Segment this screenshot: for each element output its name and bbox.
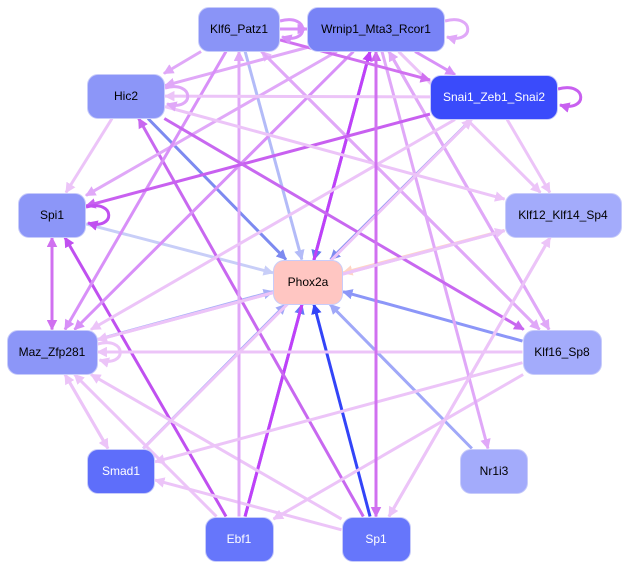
node-label: Sp1 (365, 532, 387, 546)
node-maz[interactable]: Maz_Zfp281 (6, 329, 98, 375)
edge-smad1-to-maz (63, 373, 110, 450)
node-label: Nr1i3 (479, 464, 509, 478)
node-phox2a[interactable]: Phox2a (273, 259, 343, 305)
edge-sp1-to-klf12 (387, 236, 552, 518)
node-spi1[interactable]: Spi1 (18, 192, 86, 238)
self-loop-klf6 (279, 18, 305, 45)
node-nr1i3[interactable]: Nr1i3 (460, 448, 528, 494)
self-loop-maz (97, 341, 122, 368)
node-wrnip1[interactable]: Wrnip1_Mta3_Rcor1 (307, 6, 445, 52)
edge-klf16-to-smad1 (153, 361, 523, 465)
node-label: Klf12_Klf14_Sp4 (518, 208, 608, 222)
edge-klf6-to-snai1 (279, 38, 432, 83)
self-loop-hic2 (164, 85, 190, 112)
self-loop-snai1 (557, 86, 583, 113)
edge-sp1-to-smad1 (153, 477, 342, 532)
self-loop-wrnip1 (444, 18, 470, 45)
edge-snai1-to-maz (90, 118, 456, 331)
node-klf12[interactable]: Klf12_Klf14_Sp4 (504, 192, 622, 238)
node-ebf1[interactable]: Ebf1 (204, 516, 274, 562)
node-label: Snai1_Zeb1_Snai2 (442, 90, 546, 104)
edge-wrnip1-to-spi1 (85, 50, 338, 197)
node-hic2[interactable]: Hic2 (87, 73, 165, 119)
edge-klf6-to-hic2 (163, 50, 202, 75)
node-klf16[interactable]: Klf16_Sp8 (522, 329, 602, 375)
edge-klf16-to-ebf1 (272, 373, 524, 521)
edge-sp1-to-hic2 (137, 117, 365, 518)
node-label: Spi1 (39, 208, 65, 222)
edge-wrnip1-to-hic2 (163, 46, 308, 89)
node-label: Maz_Zfp281 (18, 345, 86, 359)
node-label: Smad1 (101, 464, 141, 478)
edge-hic2-to-spi1 (64, 117, 114, 194)
node-label: Wrnip1_Mta3_Rcor1 (321, 22, 431, 36)
edge-spi1-to-phox2a (85, 222, 275, 276)
edge-hic2-to-klf16 (163, 117, 525, 331)
edge-nr1i3-to-phox2a (329, 303, 473, 450)
node-label: Klf6_Patz1 (209, 22, 269, 36)
edge-wrnip1-to-snai1 (414, 50, 456, 76)
edge-hic2-to-klf12 (164, 105, 506, 202)
edge-snai1-to-klf12 (505, 118, 552, 194)
node-label: Phox2a (287, 275, 329, 289)
node-label: Klf16_Sp8 (534, 345, 590, 359)
node-label: Ebf1 (226, 532, 252, 546)
node-smad1[interactable]: Smad1 (87, 448, 155, 494)
edge-snai1-to-hic2 (163, 90, 431, 102)
self-loop-spi1 (85, 204, 111, 231)
node-sp1[interactable]: Sp1 (341, 516, 411, 562)
edge-klf16-to-phox2a (341, 289, 523, 343)
node-snai1[interactable]: Snai1_Zeb1_Snai2 (430, 74, 558, 120)
node-label: Hic2 (113, 89, 138, 103)
edge-snai1-to-spi1 (84, 112, 431, 209)
node-klf6[interactable]: Klf6_Patz1 (198, 6, 280, 52)
